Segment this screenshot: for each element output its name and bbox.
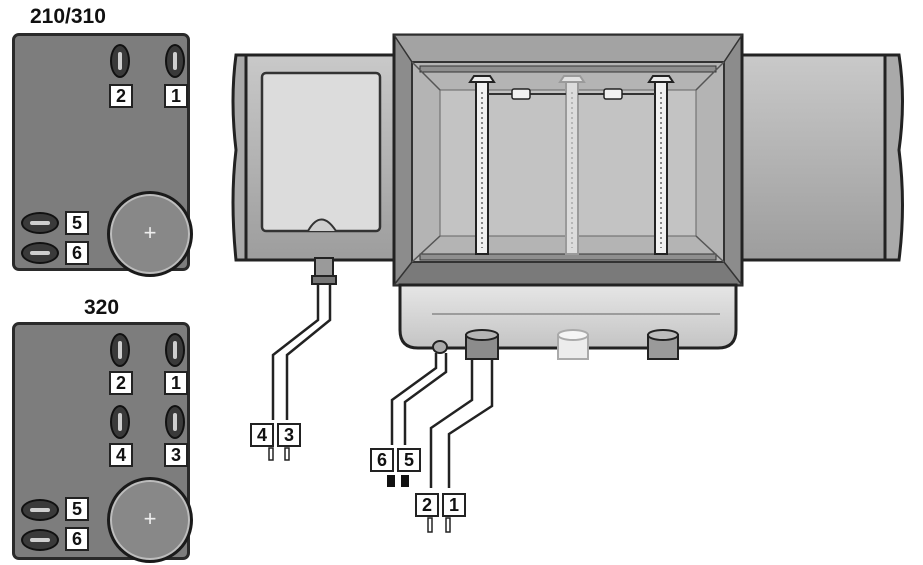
socket-label-4: 4 bbox=[109, 443, 133, 467]
panel-title-210-310: 210/310 bbox=[30, 5, 106, 28]
right-housing bbox=[738, 53, 887, 262]
round-connector-knob: + bbox=[107, 191, 193, 277]
cable-main bbox=[429, 359, 494, 488]
heating-rod bbox=[647, 75, 675, 255]
socket-label-2: 2 bbox=[109, 371, 133, 395]
cable-gland-main bbox=[465, 329, 499, 360]
socket-label-1: 1 bbox=[164, 371, 188, 395]
knob-plus-symbol: + bbox=[143, 220, 157, 245]
cable-gland-dark bbox=[647, 329, 679, 360]
socket-label-6: 6 bbox=[65, 527, 89, 551]
socket-6 bbox=[21, 529, 59, 551]
cavity-top-rail bbox=[419, 65, 717, 73]
socket-1 bbox=[165, 44, 185, 78]
wire-end-ferrule bbox=[427, 517, 433, 533]
socket-2 bbox=[110, 44, 130, 78]
socket-1 bbox=[165, 333, 185, 367]
wire-end-ferrule bbox=[445, 517, 451, 533]
heating-rod-rear bbox=[558, 75, 586, 255]
wire-label-4: 4 bbox=[250, 423, 274, 447]
socket-label-1: 1 bbox=[164, 84, 188, 108]
wire-end-ferrule bbox=[268, 447, 274, 461]
wire-label-5: 5 bbox=[397, 448, 421, 472]
connector-panel-320: 2 1 4 3 5 6 + bbox=[12, 322, 193, 563]
socket-2 bbox=[110, 333, 130, 367]
socket-label-5: 5 bbox=[65, 497, 89, 521]
perspective-line bbox=[411, 235, 441, 263]
wire-label-1: 1 bbox=[442, 493, 466, 517]
socket-4 bbox=[110, 405, 130, 439]
left-end-cap bbox=[231, 53, 250, 262]
rod-bridge-clip bbox=[603, 88, 623, 100]
socket-5 bbox=[21, 212, 59, 234]
right-end-cap bbox=[883, 53, 904, 262]
socket-6 bbox=[21, 242, 59, 264]
wire-label-3: 3 bbox=[277, 423, 301, 447]
socket-label-6: 6 bbox=[65, 241, 89, 265]
socket-label-3: 3 bbox=[164, 443, 188, 467]
access-window bbox=[260, 71, 382, 233]
perspective-line bbox=[695, 235, 725, 263]
socket-5 bbox=[21, 499, 59, 521]
wire-end-plug bbox=[401, 475, 409, 487]
wire-end-ferrule bbox=[284, 447, 290, 461]
socket-label-5: 5 bbox=[65, 211, 89, 235]
wire-end-plug bbox=[387, 475, 395, 487]
round-connector-knob: + bbox=[107, 477, 193, 563]
cable-gland-light bbox=[557, 329, 589, 360]
socket-3 bbox=[165, 405, 185, 439]
heating-rod bbox=[468, 75, 496, 255]
wire-label-2: 2 bbox=[415, 493, 439, 517]
knob-plus-symbol: + bbox=[143, 506, 157, 531]
window-notch bbox=[307, 218, 337, 232]
cable-gland-left bbox=[311, 257, 337, 285]
perspective-line bbox=[411, 61, 441, 91]
cable-center bbox=[390, 353, 448, 445]
cable-left bbox=[271, 284, 332, 420]
frame-top-bevel bbox=[392, 34, 744, 63]
rod-bridge-clip bbox=[511, 88, 531, 100]
connector-panel-210-310: 2 1 5 6 + bbox=[12, 33, 193, 277]
socket-label-2: 2 bbox=[109, 84, 133, 108]
panel-title-320: 320 bbox=[84, 296, 120, 319]
cable-gland-small bbox=[432, 340, 448, 354]
frame-bottom-bevel bbox=[392, 261, 744, 286]
wire-label-6: 6 bbox=[370, 448, 394, 472]
perspective-line bbox=[695, 61, 725, 91]
